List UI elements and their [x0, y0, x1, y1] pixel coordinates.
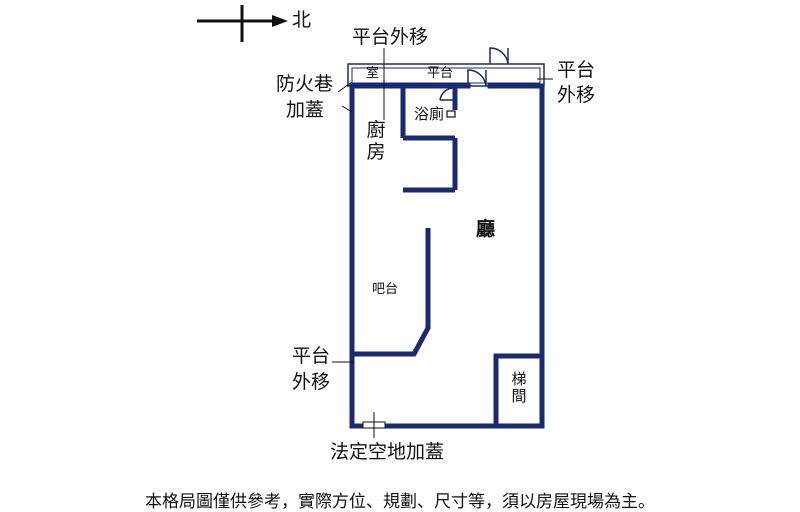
stairwell-box	[493, 353, 545, 429]
label-stairwell: 梯間	[511, 370, 527, 406]
label-platform-relocated-left-2: 外移	[292, 371, 331, 393]
label-living-room: 廳	[476, 218, 496, 240]
label-platform-relocated-right-2: 外移	[557, 84, 596, 106]
compass-label: 北	[292, 9, 312, 31]
toilet-icon	[446, 110, 456, 118]
disclaimer-text: 本格局圖僅供參考，實際方位、規劃、尺寸等，須以房屋現場為主。	[145, 492, 655, 512]
label-platform-relocated-left-1: 平台	[292, 345, 331, 367]
bar-counter-wall	[352, 228, 431, 357]
leader-lines	[332, 48, 553, 438]
label-fire-lane-1: 防火巷	[276, 73, 334, 95]
bathroom-walls	[400, 88, 458, 193]
label-bar: 吧台	[372, 282, 399, 297]
label-fire-lane-2: 加蓋	[286, 99, 325, 121]
label-bathroom: 浴廁	[414, 105, 445, 123]
label-platform-relocated-right-1: 平台	[557, 59, 596, 81]
compass-arrow-icon	[197, 5, 288, 42]
label-platform-relocated-top: 平台外移	[352, 26, 429, 48]
label-open-space-covered: 法定空地加蓋	[330, 441, 445, 463]
label-room: 室	[366, 66, 380, 81]
label-platform: 平台	[427, 66, 454, 81]
label-kitchen: 廚房	[366, 119, 386, 163]
door-icon	[439, 47, 509, 101]
